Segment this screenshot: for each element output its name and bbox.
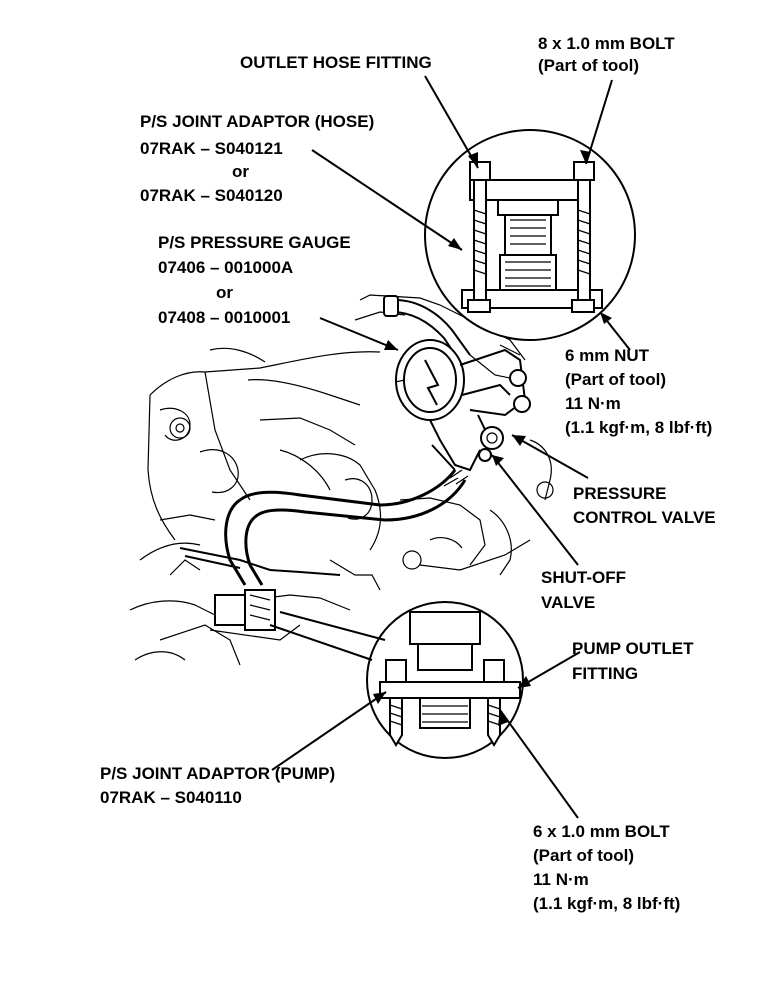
outlet-hose-fitting-label: OUTLET HOSE FITTING	[240, 53, 432, 72]
bolt-8mm-label: 8 x 1.0 mm BOLT (Part of tool)	[538, 33, 675, 77]
bolt-6mm-line3: 11 N·m	[533, 870, 589, 889]
zoom-line-1	[279, 611, 386, 641]
nut-6mm-line1: 6 mm NUT	[565, 346, 650, 365]
pump-fitting-area	[179, 547, 341, 641]
upper-hose	[383, 295, 511, 379]
ps-pressure-gauge-line1: P/S PRESSURE GAUGE	[158, 233, 351, 252]
ps-joint-adaptor-hose-line4: 07RAK – S040120	[140, 186, 283, 205]
bolt-8mm-line2: (Part of tool)	[538, 56, 640, 75]
bolt-8mm-line1: 8 x 1.0 mm BOLT	[538, 34, 675, 53]
ps-joint-adaptor-hose-line2: 07RAK – S040121	[140, 139, 283, 158]
ps-joint-adaptor-pump-line2: 07RAK – S040110	[100, 788, 242, 807]
shut-off-valve-line2: VALVE	[541, 593, 596, 612]
lower-hose	[224, 469, 469, 586]
pressure-control-valve-line2: CONTROL VALVE	[573, 508, 716, 527]
ps-joint-adaptor-hose-line3: or	[232, 162, 249, 181]
bolt-6mm-line1: 6 x 1.0 mm BOLT	[533, 822, 670, 841]
pressure-control-valve-line1: PRESSURE	[573, 484, 667, 503]
zoom-line-2	[269, 624, 373, 661]
bolt-6mm-line2: (Part of tool)	[533, 846, 635, 865]
upper-detail-circle	[424, 129, 636, 341]
shut-off-valve-line1: SHUT-OFF	[541, 568, 626, 587]
ps-joint-adaptor-hose-line1: P/S JOINT ADAPTOR (HOSE)	[140, 112, 375, 131]
pressure-gauge	[394, 339, 531, 472]
pump-outlet-fitting-label: PUMP OUTLET FITTING	[572, 636, 694, 686]
nut-6mm-line4: (1.1 kgf·m, 8 lbf·ft)	[565, 418, 713, 437]
ps-joint-adaptor-pump-label: P/S JOINT ADAPTOR (PUMP) 07RAK – S040110	[100, 762, 335, 810]
ps-joint-adaptor-hose-label: P/S JOINT ADAPTOR (HOSE) 07RAK – S040121…	[140, 108, 374, 209]
nut-6mm-label: 6 mm NUT (Part of tool) 11 N·m (1.1 kgf·…	[565, 344, 712, 440]
ps-pressure-gauge-line3: or	[216, 283, 233, 302]
ps-pressure-gauge-line2: 07406 – 001000A	[158, 258, 294, 277]
pump-outlet-fitting-line2: FITTING	[572, 664, 639, 683]
ps-pressure-gauge-line4: 07408 – 0010001	[158, 308, 291, 327]
lower-detail-circle	[366, 601, 524, 759]
ps-pressure-gauge-label: P/S PRESSURE GAUGE 07406 – 001000A or 07…	[158, 230, 351, 330]
ps-joint-adaptor-pump-line1: P/S JOINT ADAPTOR (PUMP)	[100, 764, 336, 783]
arrowheads	[373, 150, 612, 726]
pressure-control-valve-label: PRESSURE CONTROL VALVE	[573, 482, 716, 530]
pump-outlet-fitting-line1: PUMP OUTLET	[572, 639, 694, 658]
engine-background	[129, 294, 554, 666]
bolt-6mm-line4: (1.1 kgf·m, 8 lbf·ft)	[533, 894, 681, 913]
nut-6mm-line2: (Part of tool)	[565, 370, 667, 389]
nut-6mm-line3: 11 N·m	[565, 394, 621, 413]
bolt-6mm-label: 6 x 1.0 mm BOLT (Part of tool) 11 N·m (1…	[533, 820, 680, 916]
shut-off-valve-label: SHUT-OFF VALVE	[541, 565, 626, 615]
